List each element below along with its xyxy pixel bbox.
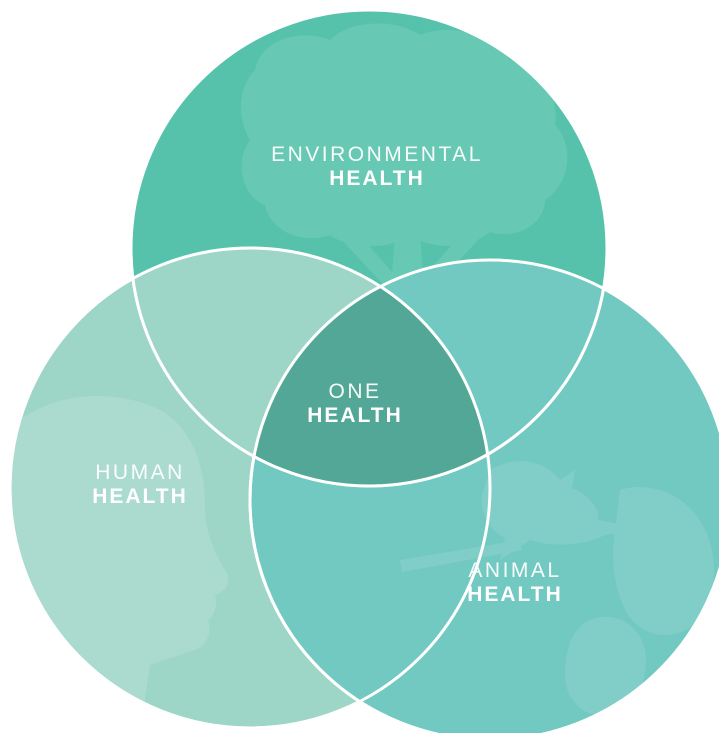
environmental-label-line1: ENVIRONMENTAL — [271, 143, 483, 166]
bird-branch-silhouette-icon — [400, 461, 715, 716]
animal-health-label: ANIMAL HEALTH — [415, 559, 615, 607]
human-health-label: HUMAN HEALTH — [40, 461, 240, 509]
one-label-line1: ONE — [328, 380, 382, 403]
animal-label-line1: ANIMAL — [468, 559, 562, 582]
one-health-label: ONE HEALTH — [280, 380, 430, 428]
human-label-line2: HEALTH — [92, 485, 188, 509]
animal-label-line2: HEALTH — [467, 583, 563, 607]
one-label-line2: HEALTH — [307, 404, 403, 428]
environmental-label-line2: HEALTH — [329, 167, 425, 191]
environmental-health-label: ENVIRONMENTAL HEALTH — [238, 143, 516, 191]
human-label-line1: HUMAN — [95, 461, 185, 484]
